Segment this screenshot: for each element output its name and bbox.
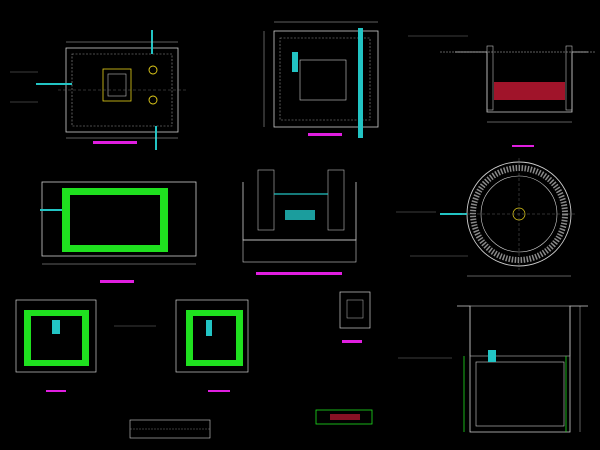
view-title-bar: [342, 340, 362, 343]
view-section-bottom-left: [15, 299, 97, 392]
frame: [15, 299, 97, 373]
core: [346, 299, 364, 319]
slab-top: [62, 188, 168, 195]
slab-top: [186, 310, 243, 316]
wall-right: [82, 310, 89, 366]
view-title-bar: [46, 390, 66, 392]
wall-right: [160, 188, 168, 252]
hatch-red: [330, 414, 360, 420]
wall-right: [236, 310, 243, 366]
column-right: [327, 169, 345, 231]
frame: [339, 291, 371, 329]
annotations: [10, 35, 468, 359]
pipe-stub: [206, 320, 212, 336]
frame: [175, 299, 249, 373]
view-detail-bottom-hatched: [315, 409, 373, 425]
view-title-bar: [256, 272, 342, 275]
view-section-top-right: [440, 45, 595, 147]
view-title-bar: [512, 145, 534, 147]
wall-left: [186, 310, 193, 366]
slab-bottom: [62, 245, 168, 252]
view-title-bar: [308, 133, 342, 136]
valve-bottom: [148, 95, 158, 105]
liquid-fill: [494, 82, 565, 100]
manhole-cover: [102, 68, 132, 102]
manhole-inner: [107, 73, 127, 97]
view-section-bottom-right: [457, 305, 588, 433]
inner-boundary: [279, 37, 371, 121]
slab-top: [24, 310, 89, 316]
pipe-vertical: [358, 28, 363, 138]
excavation-outline: [457, 305, 588, 433]
wall-left: [24, 310, 31, 366]
view-section-bottom-left-center: [175, 299, 249, 392]
slab-bottom: [24, 360, 89, 366]
view-detail-small: [339, 291, 371, 343]
chamber: [475, 361, 565, 427]
valve-top: [148, 65, 158, 75]
tank-wall-right: [565, 45, 573, 111]
view-section-mid-left: [40, 181, 197, 283]
pipe-stub-left: [292, 52, 298, 72]
pipe-stub: [488, 350, 496, 362]
view-section-mid-center: [242, 169, 357, 275]
column-left: [257, 169, 275, 231]
inner-boundary: [71, 53, 173, 127]
view-title-bar: [93, 141, 137, 144]
view-detail-bottom-strip: [129, 419, 211, 439]
view-title-bar: [208, 390, 230, 392]
view-title-bar: [100, 280, 134, 283]
excavation-outline: [455, 51, 588, 113]
outer-boundary: [273, 30, 379, 128]
view-plan-top-left: [36, 30, 186, 150]
slab-bottom: [186, 360, 243, 366]
shaft: [469, 305, 571, 357]
inner-chamber: [299, 59, 347, 101]
wall-left: [62, 188, 70, 252]
foundation: [242, 239, 357, 263]
tank-outer: [41, 181, 197, 257]
view-plan-top-center: [263, 21, 379, 138]
tank-wall-left: [486, 45, 494, 111]
hatched-strip: [315, 409, 373, 425]
water-fill: [285, 210, 315, 220]
pipe-stub: [52, 320, 60, 334]
view-circular-plan: [440, 158, 576, 277]
